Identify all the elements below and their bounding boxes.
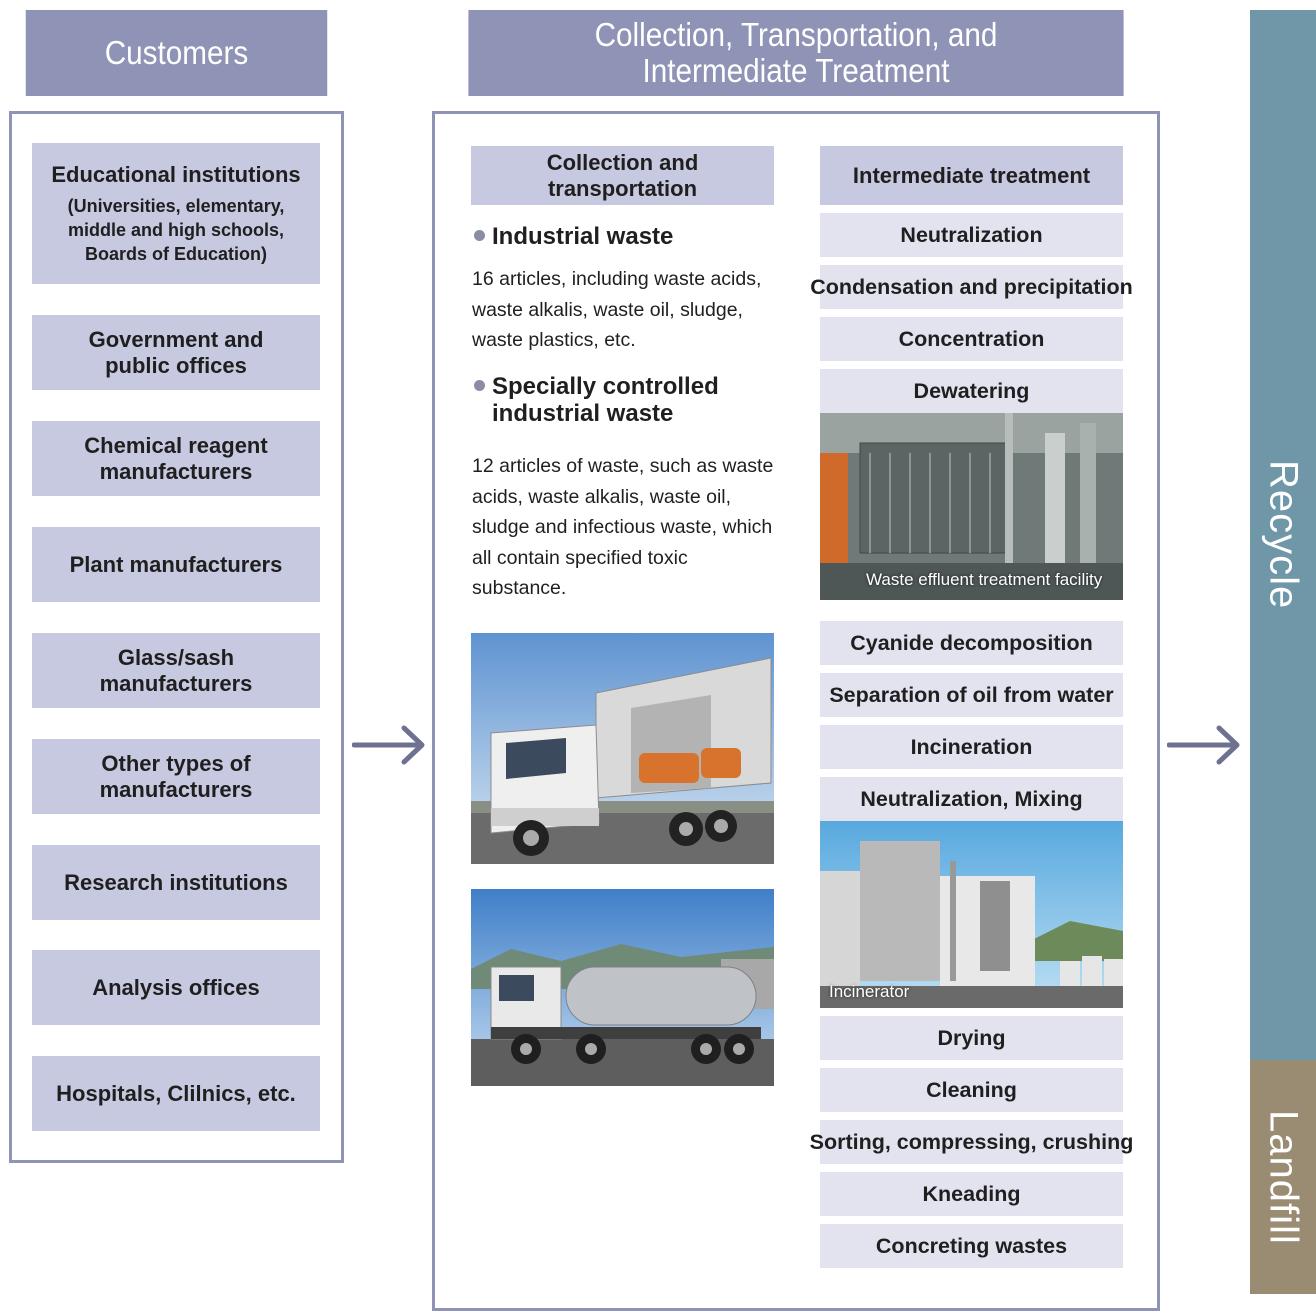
- treatment-header: Intermediate treatment: [820, 146, 1123, 205]
- special-waste-title: Specially controlled industrial waste: [492, 373, 719, 427]
- customer-box-government: Government and public offices: [32, 315, 320, 390]
- treatment-item: Cyanide decomposition: [820, 621, 1123, 665]
- treatment-item: Dewatering: [820, 369, 1123, 413]
- incinerator-caption: Incinerator: [829, 982, 910, 1001]
- customer-box-chemical: Chemical reagent manufacturers: [32, 421, 320, 496]
- incinerator-photo: [820, 821, 1123, 1008]
- customer-label: Chemical reagent manufacturers: [84, 432, 268, 484]
- recycle-label: Recycle: [1261, 460, 1306, 610]
- customer-label: Plant manufacturers: [69, 551, 283, 577]
- treatment-item: Cleaning: [820, 1068, 1123, 1112]
- arrow-right-icon: [1167, 725, 1240, 765]
- treatment-item: Kneading: [820, 1172, 1123, 1216]
- process-header: Collection, Transportation, and Intermed…: [468, 10, 1124, 96]
- box-truck-photo: [471, 633, 774, 864]
- landfill-bar: Landfill: [1250, 1060, 1316, 1294]
- customer-box-glass: Glass/sash manufacturers: [32, 633, 320, 708]
- recycle-bar: Recycle: [1250, 10, 1316, 1060]
- treatment-item: Concentration: [820, 317, 1123, 361]
- special-waste-heading: Specially controlled industrial waste: [472, 373, 777, 427]
- customer-label: Analysis offices: [92, 974, 260, 1000]
- industrial-waste-heading: Industrial waste: [472, 223, 777, 250]
- treatment-item: Condensation and precipitation: [810, 265, 1133, 309]
- effluent-facility-photo: [820, 413, 1123, 600]
- customer-label: Educational institutions: [51, 161, 301, 187]
- customer-box-research: Research institutions: [32, 845, 320, 920]
- customer-box-analysis: Analysis offices: [32, 950, 320, 1025]
- customers-header: Customers: [25, 10, 328, 96]
- customer-box-plant: Plant manufacturers: [32, 527, 320, 602]
- process-title: Collection, Transportation, and Intermed…: [594, 16, 998, 89]
- customer-box-other: Other types of manufacturers: [32, 739, 320, 814]
- collection-header: Collection and transportation: [471, 146, 774, 205]
- customers-frame: [9, 111, 344, 1163]
- treatment-item: Neutralization, Mixing: [820, 777, 1123, 821]
- tanker-truck-photo: [471, 889, 774, 1086]
- customers-title: Customers: [104, 34, 249, 71]
- customer-sublabel: (Universities, elementary, middle and hi…: [67, 195, 285, 264]
- customer-box-hospitals: Hospitals, Clilnics, etc.: [32, 1056, 320, 1131]
- treatment-item: Sorting, compressing, crushing: [810, 1120, 1133, 1164]
- effluent-facility-caption: Waste effluent treatment facility: [866, 570, 1103, 589]
- industrial-waste-text: 16 articles, including waste acids, wast…: [472, 268, 762, 351]
- treatment-item: Neutralization: [820, 213, 1123, 257]
- collection-title: Collection and transportation: [546, 149, 699, 201]
- customer-label: Research institutions: [64, 869, 288, 895]
- treatment-item: Incineration: [820, 725, 1123, 769]
- customer-label: Glass/sash manufacturers: [99, 644, 253, 696]
- customer-label: Hospitals, Clilnics, etc.: [56, 1080, 296, 1106]
- treatment-item: Drying: [820, 1016, 1123, 1060]
- customer-label: Other types of manufacturers: [99, 750, 253, 802]
- customer-box-educational: Educational institutions (Universities, …: [32, 143, 320, 284]
- special-waste-text: 12 articles of waste, such as waste acid…: [472, 455, 774, 599]
- treatment-item: Concreting wastes: [820, 1224, 1123, 1268]
- industrial-waste-title: Industrial waste: [492, 223, 674, 250]
- customer-label: Government and public offices: [88, 326, 264, 378]
- treatment-title: Intermediate treatment: [852, 162, 1091, 188]
- arrow-right-icon: [352, 725, 425, 765]
- landfill-label: Landfill: [1261, 1109, 1306, 1245]
- treatment-item: Separation of oil from water: [820, 673, 1123, 717]
